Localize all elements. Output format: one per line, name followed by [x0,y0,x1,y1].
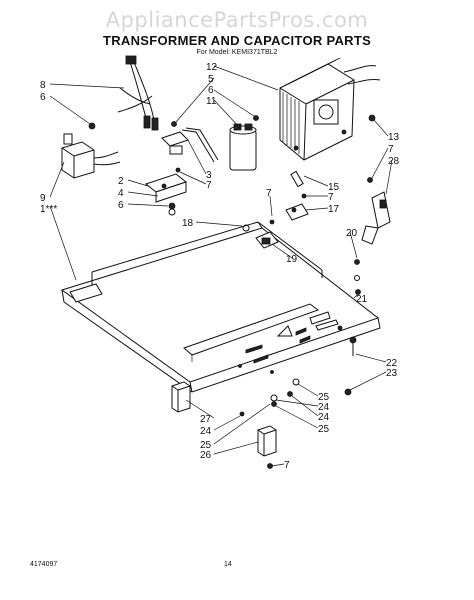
base-plate [60,221,381,393]
callout-7: 7 [206,180,212,191]
callout-27: 27 [200,414,212,425]
callout-7: 7 [266,188,272,199]
callout-25: 25 [318,424,330,435]
callout-18: 18 [182,218,194,229]
callout-2: 2 [118,176,124,187]
page-number: 14 [224,561,232,568]
callout-6: 6 [208,85,214,96]
callout-6: 6 [40,92,46,103]
callout-24: 24 [318,402,330,413]
callout-25: 25 [318,392,330,403]
callout-19: 19 [286,254,298,265]
model-subtitle: For Model: KEMI371TBL2 [196,49,278,56]
leader-lines [49,65,393,467]
callout-11: 11 [206,96,217,107]
callout-12: 12 [206,62,218,73]
wire-harness [117,55,159,131]
transformer [279,57,381,161]
callout-8: 8 [40,80,46,91]
callout-26: 26 [200,450,212,461]
callout-3: 3 [206,170,212,181]
capacitor [229,123,257,171]
callout-labels: 8 6 9 1*** 2 4 6 12 5 6 11 3 7 18 7 15 7… [40,62,400,471]
callout-22: 22 [386,358,398,369]
callout-20: 20 [346,228,358,239]
callout-7: 7 [328,192,334,203]
page-title: TRANSFORMER AND CAPACITOR PARTS [102,33,372,48]
callout-24: 24 [200,426,212,437]
screws-fasteners [344,259,361,396]
callout-7: 7 [388,144,394,155]
callout-4: 4 [118,188,124,199]
feet-legs [171,378,300,469]
relay-bracket [144,167,188,216]
callout-6: 6 [118,200,124,211]
watermark-text: AppliancePartsPros.com [105,8,369,32]
callout-28: 28 [388,156,400,167]
small-transformer [61,122,121,179]
callout-5: 5 [208,74,214,85]
callout-13: 13 [388,132,400,143]
door-switch [361,114,391,245]
callout-24: 24 [318,412,330,423]
callout-15: 15 [328,182,340,193]
callout-25: 25 [200,440,212,451]
callout-9: 9 [40,193,46,204]
callout-23: 23 [386,368,398,379]
part-code: 4174097 [30,561,58,568]
callout-21: 21 [356,294,368,305]
callout-17: 17 [328,204,340,215]
callout-7: 7 [284,460,290,471]
callout-1: 1*** [40,204,57,215]
